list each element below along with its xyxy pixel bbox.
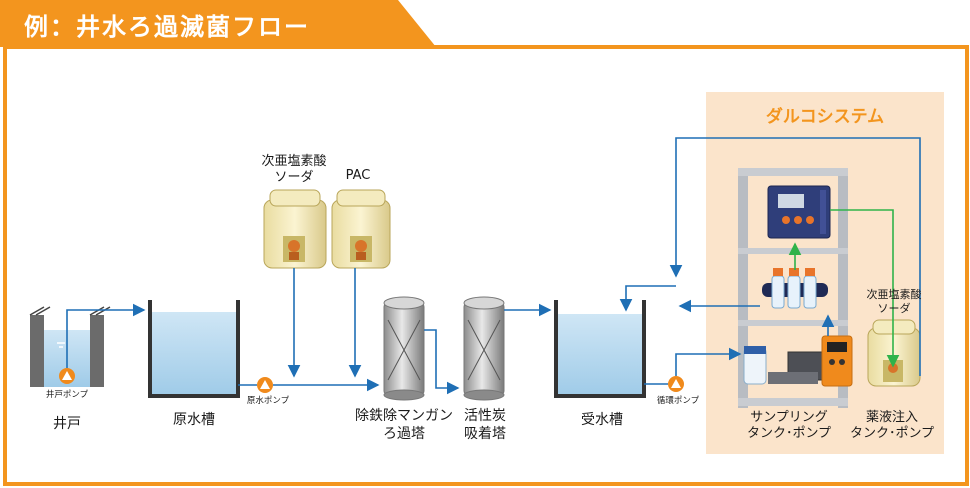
sampling-label-1: サンプリング bbox=[750, 410, 828, 425]
dulco-hypo-label-2: ソーダ bbox=[877, 302, 911, 315]
hypo-tank-label-1: 次亜塩素酸 bbox=[261, 154, 327, 169]
process-lines bbox=[66, 137, 921, 395]
dulco-system-title: ダルコシステム bbox=[765, 107, 885, 127]
raw-pump-label: 原水ポンプ bbox=[246, 396, 290, 406]
chemical-tank-icon bbox=[263, 189, 327, 269]
raw-water-tank bbox=[148, 300, 240, 398]
well-label: 井戸 bbox=[53, 416, 81, 432]
controller-icon bbox=[767, 185, 831, 239]
activated-carbon-tower bbox=[463, 296, 505, 401]
receiving-tank-label: 受水槽 bbox=[581, 412, 623, 428]
circulation-pump-label: 循環ポンプ bbox=[656, 396, 700, 406]
hypo-tank-label-2: ソーダ bbox=[274, 170, 314, 185]
receiving-tank bbox=[554, 300, 646, 398]
title-tab-shape bbox=[0, 0, 436, 47]
iron-manganese-filter-tower bbox=[383, 296, 425, 401]
dulco-hypo-label-1: 次亜塩素酸 bbox=[866, 288, 922, 301]
pac-label: PAC bbox=[345, 168, 371, 183]
pump-icon bbox=[257, 377, 273, 393]
sampling-tank-pump-icon bbox=[743, 335, 853, 387]
well-pump-label: 井戸ポンプ bbox=[45, 390, 89, 400]
raw-tank-label: 原水槽 bbox=[173, 412, 215, 428]
chemical-tank-icon bbox=[867, 319, 921, 387]
chemical-tank-icon bbox=[331, 189, 391, 269]
chem-injection-label-2: タンク･ポンプ bbox=[849, 426, 935, 441]
sampling-label-2: タンク･ポンプ bbox=[746, 426, 832, 441]
pump-icon bbox=[59, 368, 75, 384]
iron-filter-label-1: 除鉄除マンガン bbox=[355, 408, 453, 424]
signal-lines bbox=[788, 209, 900, 368]
sensor-assembly-icon bbox=[762, 268, 828, 309]
chem-injection-label-1: 薬液注入 bbox=[865, 410, 918, 425]
pump-icon bbox=[668, 376, 684, 392]
carbon-tower-label-2: 吸着塔 bbox=[464, 426, 506, 442]
carbon-tower-label-1: 活性炭 bbox=[464, 408, 506, 424]
page-title: 例：井水ろ過滅菌フロー bbox=[24, 13, 310, 41]
iron-filter-label-2: ろ過塔 bbox=[383, 426, 425, 442]
